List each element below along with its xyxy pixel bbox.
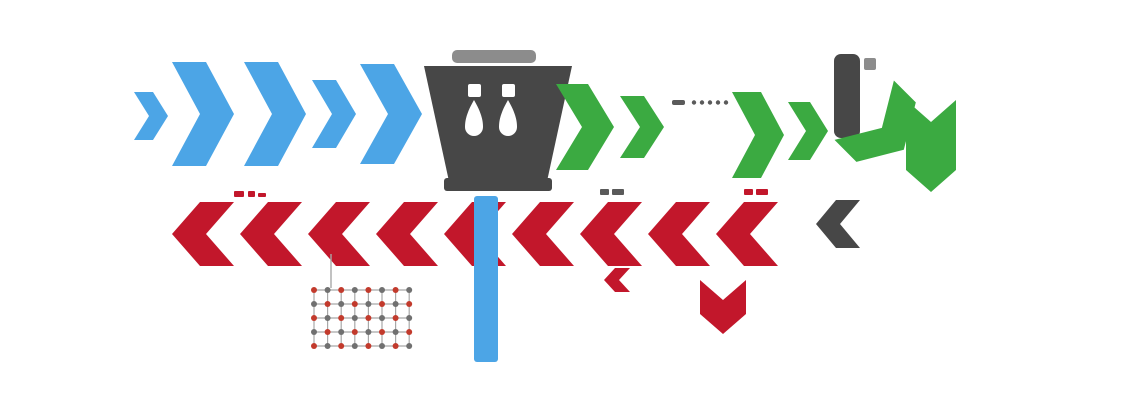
lattice-atom — [338, 315, 345, 321]
red-chevron-arrow-icon — [580, 202, 642, 266]
lattice-atom — [311, 343, 317, 349]
furnace-base-icon — [444, 178, 552, 191]
descent-arrows-group — [834, 80, 956, 192]
annotation-mark — [248, 191, 255, 197]
red-chevron-arrow-down-icon — [700, 280, 746, 334]
lattice-atom — [365, 343, 372, 349]
lattice-atom — [392, 287, 399, 293]
lattice-atom — [365, 315, 372, 321]
red-chevron-arrow-icon — [172, 202, 234, 266]
lattice-atom — [379, 301, 385, 307]
green-chevron-arrow-icon — [788, 102, 828, 160]
blue-chevron-arrow-icon — [244, 62, 306, 166]
dot-mark — [691, 100, 697, 105]
red-chevron-arrow-small-icon — [604, 268, 630, 292]
dash-dotted-line-icon — [672, 100, 729, 105]
red-chevron-arrow-icon — [512, 202, 574, 266]
green-chevron-arrow-icon — [620, 96, 664, 158]
ampoule-cap-icon — [502, 84, 515, 97]
blue-chevron-arrow-icon — [360, 64, 422, 164]
lattice-atom — [406, 343, 413, 349]
tube-cap-icon — [864, 58, 876, 70]
lattice-atom — [324, 301, 331, 307]
lattice-atom — [406, 315, 413, 321]
ampoule-cap-icon — [468, 84, 481, 97]
annotation-mark — [258, 193, 266, 197]
lattice-atom — [379, 343, 385, 349]
red-chevron-arrow-icon — [240, 202, 302, 266]
lattice-atom — [365, 287, 372, 293]
annotation-marks-red-2 — [744, 189, 768, 195]
green-chevron-arrow-icon — [834, 80, 916, 162]
lattice-atom — [311, 287, 317, 293]
lattice-atom — [324, 315, 331, 321]
ampoule-icon — [465, 100, 483, 136]
lattice-atom — [392, 329, 399, 335]
sample-tube-icon — [834, 54, 876, 138]
lattice-atom — [406, 301, 413, 307]
lattice-atom — [351, 315, 358, 321]
annotation-mark — [600, 189, 609, 195]
annotation-marks-gray — [600, 189, 624, 195]
lattice-atom — [351, 301, 358, 307]
lattice-atom — [338, 343, 345, 349]
lattice-atom — [324, 343, 331, 349]
dark-vertical-bar-icon — [834, 54, 860, 138]
dot-mark — [715, 100, 721, 105]
heating-arrows-group — [134, 62, 422, 166]
lattice-atom — [351, 287, 358, 293]
crystal-lattice-icon — [311, 287, 413, 349]
lattice-atom — [379, 315, 385, 321]
dot-mark — [723, 100, 729, 105]
annotation-mark — [612, 189, 624, 195]
lattice-atom — [406, 329, 413, 335]
green-chevron-arrow-icon — [556, 84, 614, 170]
lattice-atom — [311, 329, 317, 335]
annotation-mark — [744, 189, 753, 195]
annotation-mark — [756, 189, 768, 195]
furnace-icon — [424, 50, 572, 191]
red-chevron-arrow-icon — [308, 202, 370, 266]
red-chevron-arrow-icon — [376, 202, 438, 266]
lattice-atom — [365, 301, 372, 307]
blue-chevron-arrow-icon — [312, 80, 356, 148]
dash-mark — [672, 100, 685, 105]
annotation-mark — [234, 191, 244, 197]
annotation-marks-red — [234, 191, 266, 197]
green-chevron-arrow-icon — [906, 100, 956, 192]
lattice-atom — [392, 315, 399, 321]
red-chevron-arrow-icon — [648, 202, 710, 266]
lattice-atom — [392, 343, 399, 349]
lattice-atom — [311, 301, 317, 307]
furnace-body-icon — [424, 66, 572, 186]
green-chevron-arrow-icon — [732, 92, 784, 178]
cooling-arrows-group — [556, 84, 828, 178]
lattice-atom — [365, 329, 372, 335]
ampoule-icon — [499, 100, 517, 136]
lattice-atom — [392, 301, 399, 307]
furnace-lid-icon — [452, 50, 536, 63]
lattice-atom — [351, 343, 358, 349]
dark-chevron-arrow-icon — [816, 200, 860, 248]
blue-chevron-arrow-icon — [134, 92, 168, 140]
blue-vertical-bar-icon — [474, 196, 498, 362]
blue-chevron-arrow-icon — [172, 62, 234, 166]
lattice-atom — [351, 329, 358, 335]
dot-mark — [699, 100, 705, 105]
lattice-atom — [379, 329, 385, 335]
dot-mark — [707, 100, 713, 105]
lattice-atom — [338, 329, 345, 335]
lattice-atom — [379, 287, 385, 293]
lattice-atom — [338, 287, 345, 293]
lattice-atom — [311, 315, 317, 321]
red-chevron-arrow-icon — [716, 202, 778, 266]
lattice-atom — [406, 287, 413, 293]
lattice-atom — [338, 301, 345, 307]
lattice-atom — [324, 287, 331, 293]
lattice-atom — [324, 329, 331, 335]
